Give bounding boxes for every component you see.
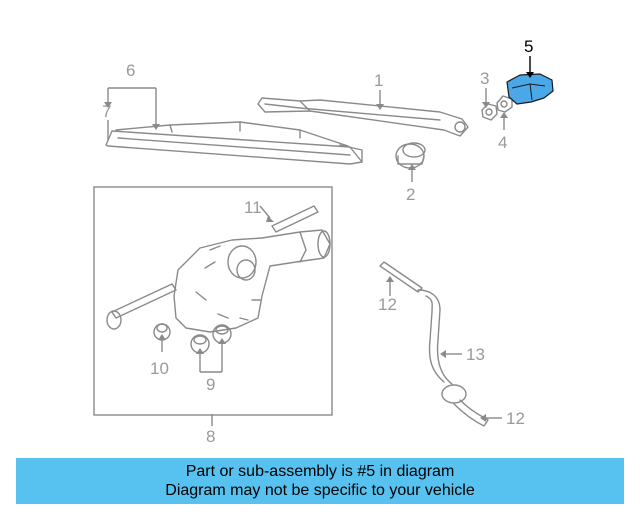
- callout-9: 9: [206, 375, 215, 394]
- callout-8: 8: [206, 427, 215, 446]
- wiper-blade-part[interactable]: [105, 121, 363, 165]
- grommet-part[interactable]: [395, 142, 426, 169]
- banner-line-2: Diagram may not be specific to your vehi…: [165, 482, 475, 499]
- bolt-part[interactable]: [271, 205, 319, 233]
- arm-cap-part-highlighted[interactable]: [506, 73, 554, 105]
- wiper-arm-part[interactable]: [257, 97, 469, 137]
- callout-5: 5: [524, 37, 533, 56]
- info-banner: Part or sub-assembly is #5 in diagram Di…: [16, 458, 624, 504]
- callout-12-lower: 12: [506, 409, 525, 428]
- callout-4: 4: [498, 133, 507, 152]
- callout-3: 3: [480, 69, 489, 88]
- callout-1: 1: [374, 71, 383, 90]
- callout-6: 6: [126, 61, 135, 80]
- callout-10: 10: [150, 359, 169, 378]
- wiper-motor-part[interactable]: [173, 229, 331, 333]
- callout-11: 11: [244, 198, 262, 217]
- nut-part[interactable]: [481, 103, 498, 121]
- linkage-rod-part[interactable]: [106, 283, 177, 330]
- callout-leaders: [107, 56, 531, 426]
- callout-numbers: 1 2 3 4 5 6 7 8 9 10 11 12 13 12: [102, 37, 533, 446]
- callout-7: 7: [102, 102, 111, 121]
- callout-2: 2: [406, 185, 415, 204]
- washer-part[interactable]: [496, 95, 513, 113]
- callout-12-upper: 12: [378, 295, 397, 314]
- leader-arrowheads: [104, 102, 508, 422]
- highlight-arrowhead: [526, 72, 534, 78]
- washer-hose-part[interactable]: [379, 261, 489, 427]
- banner-line-1: Part or sub-assembly is #5 in diagram: [185, 463, 455, 480]
- motor-assembly-box: [93, 186, 333, 416]
- callout-13: 13: [466, 345, 485, 364]
